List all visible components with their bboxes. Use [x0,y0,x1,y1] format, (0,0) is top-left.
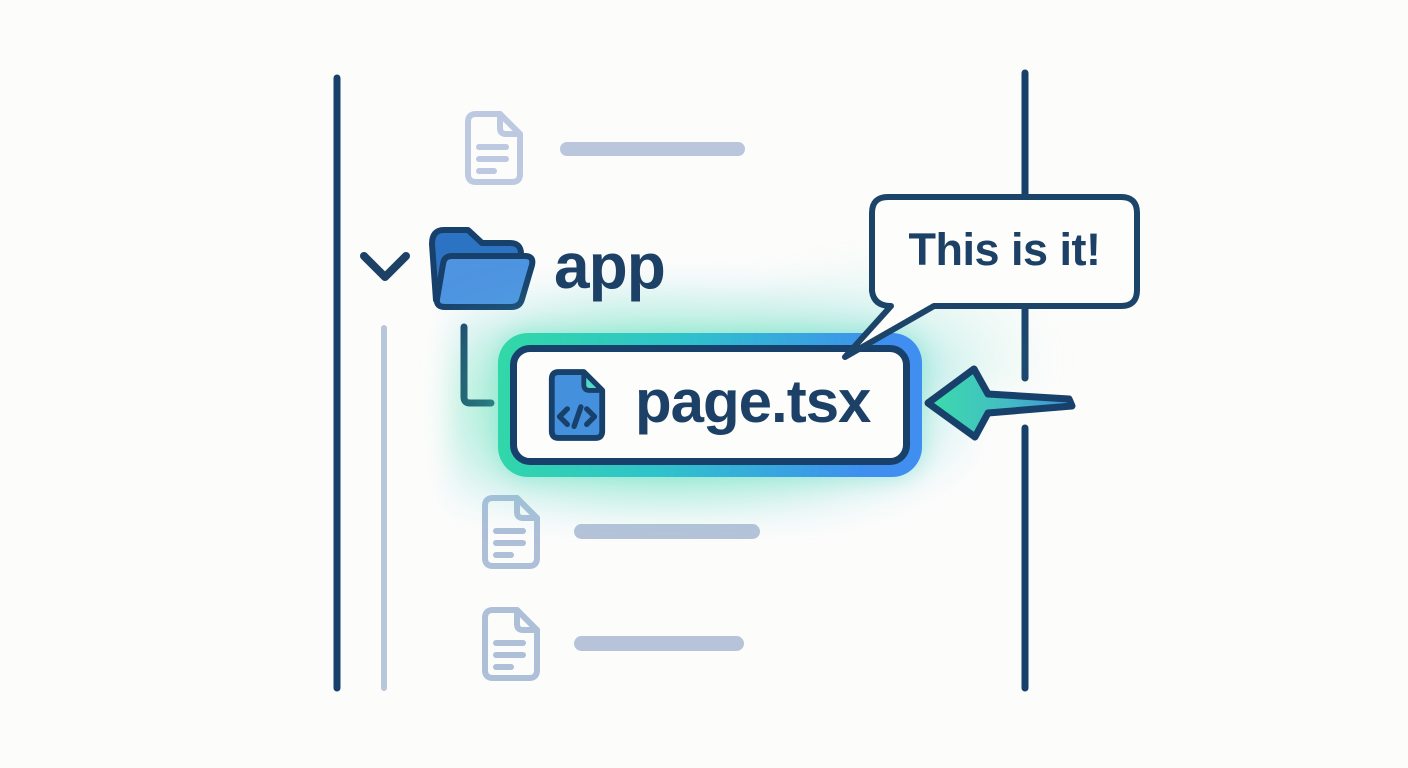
file-name-label: page.tsx [635,368,871,435]
file-item-inner: page.tsx [510,345,910,465]
placeholder-row-bottom-1 [485,498,760,566]
placeholder-bar [574,636,744,651]
speech-bubble [842,194,1140,360]
code-file-icon [548,369,606,441]
highlighted-file-item: page.tsx [498,333,922,477]
placeholder-bar [560,142,745,156]
chevron-down-icon [360,252,410,281]
callout-text: This is it! [908,224,1101,275]
pointer-arrow-icon [924,365,1076,441]
placeholder-row-bottom-2 [485,610,744,678]
placeholder-row-top [468,114,745,182]
folder-name-label: app [554,230,666,302]
placeholder-bar [574,524,760,539]
